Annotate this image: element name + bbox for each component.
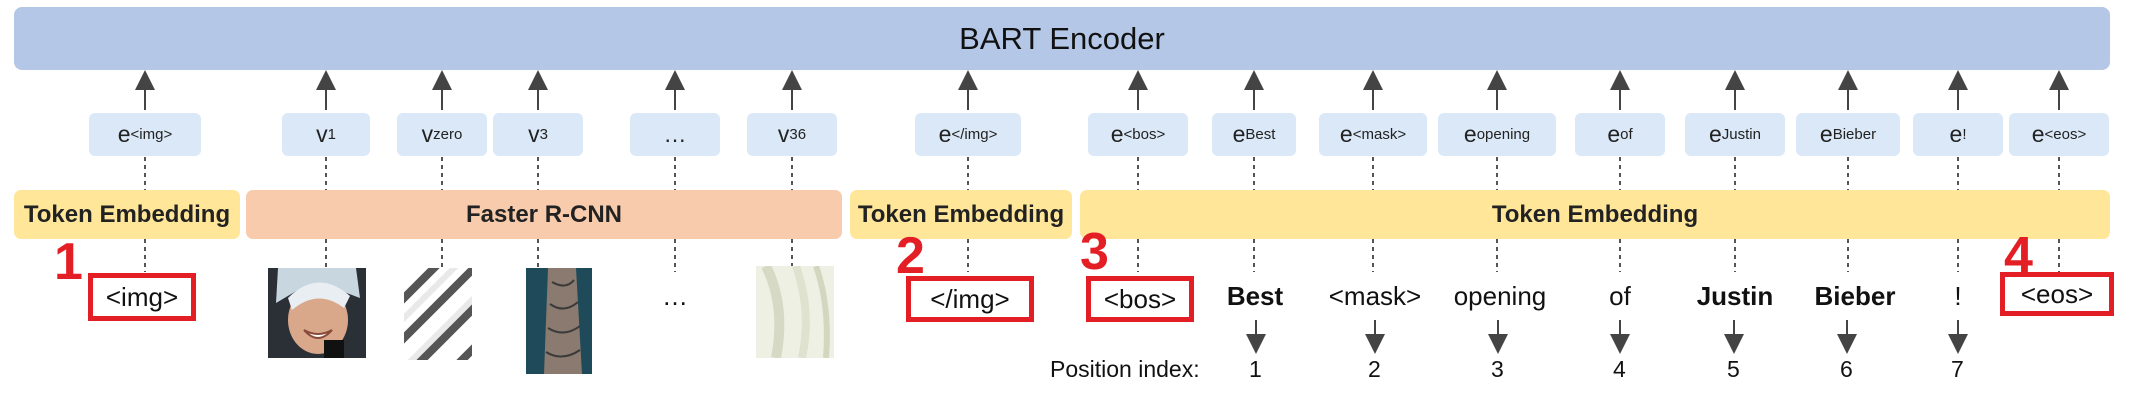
embedding-box: e<eos> [2009, 113, 2109, 156]
embedding-subscript: 36 [789, 126, 807, 143]
token-mask: <mask> [1328, 280, 1422, 311]
region-image-arm [526, 268, 592, 374]
embedding-subscript: of [1620, 126, 1633, 143]
embedding-subscript: <bos> [1123, 126, 1166, 143]
token-eos: <eos> [2000, 272, 2114, 316]
embedding-base: v [316, 121, 328, 147]
marker-2: 2 [896, 227, 925, 285]
embedding-subscript: Best [1245, 126, 1276, 143]
region-image-fabric [756, 266, 834, 358]
marker-1: 1 [54, 233, 83, 291]
token-end-img: </img> [906, 276, 1034, 322]
token-embedding-band-img: Token Embedding [14, 190, 240, 239]
token-best: Best [1226, 280, 1284, 311]
token-ellipsis: … [662, 280, 688, 311]
embedding-subscript: zero [433, 126, 463, 143]
token-opening: opening [1453, 280, 1547, 311]
embedding-base: v [777, 121, 790, 147]
token-of: of [1609, 280, 1631, 311]
embedding-box: e<img> [89, 113, 201, 156]
position-index: 5 [1727, 356, 1740, 382]
embedding-base: v [421, 121, 434, 147]
region-image-masked [404, 268, 472, 360]
embedding-base: e [117, 121, 131, 147]
token-bieber: Bieber [1814, 280, 1896, 311]
token-img: <img> [88, 273, 196, 321]
embedding-base: e [1339, 121, 1353, 147]
token-justin: Justin [1696, 280, 1774, 311]
embedding-box: … [630, 113, 720, 156]
embedding-base: e [2031, 121, 2045, 147]
embedding-base: … [663, 121, 687, 147]
embedding-base: e [1607, 121, 1621, 147]
embedding-subscript: 3 [539, 126, 548, 143]
embedding-box: e! [1913, 113, 2003, 156]
embedding-subscript: Justin [1721, 126, 1761, 143]
embedding-base: e [1110, 121, 1124, 147]
embedding-subscript: opening [1476, 126, 1531, 143]
embedding-base: e [938, 121, 952, 147]
embedding-subscript: 1 [327, 126, 336, 143]
position-index-label: Position index: [1050, 356, 1200, 382]
embedding-subscript: ! [1962, 126, 1967, 143]
embedding-base: e [1819, 121, 1833, 147]
embedding-subscript: </img> [951, 126, 998, 143]
marker-3: 3 [1080, 223, 1109, 281]
position-index: 7 [1951, 356, 1964, 382]
embedding-subscript: <img> [130, 126, 173, 143]
embedding-base: v [528, 121, 540, 147]
position-index: 6 [1840, 356, 1853, 382]
embedding-base: e [1949, 121, 1963, 147]
faster-rcnn-band: Faster R-CNN [246, 190, 842, 239]
token-bos: <bos> [1086, 276, 1194, 322]
position-index: 4 [1613, 356, 1626, 382]
bart-encoder-label: BART Encoder [959, 20, 1165, 56]
embedding-base: e [1709, 121, 1722, 147]
embedding-base: e [1232, 121, 1246, 147]
embedding-box: e</img> [915, 113, 1021, 156]
position-index: 1 [1249, 356, 1262, 382]
position-index: 2 [1368, 356, 1381, 382]
embedding-box: e<bos> [1088, 113, 1188, 156]
token-embedding-band-text: Token Embedding [1080, 190, 2110, 239]
token-exclamation: ! [1954, 280, 1962, 311]
bart-encoder: BART Encoder [14, 7, 2110, 70]
embedding-subscript: Bieber [1832, 126, 1877, 143]
embedding-subscript: <eos> [2044, 126, 2087, 143]
embedding-subscript: <mask> [1352, 126, 1407, 143]
region-image-face [268, 268, 366, 358]
token-embedding-band-end-img: Token Embedding [850, 190, 1072, 239]
position-index: 3 [1491, 356, 1504, 382]
embedding-box: e<mask> [1319, 113, 1427, 156]
embedding-base: e [1463, 121, 1477, 147]
